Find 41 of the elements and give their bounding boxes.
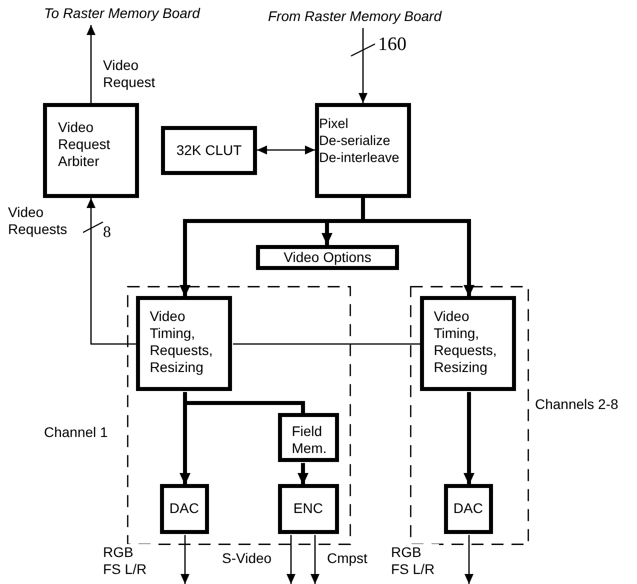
options-box — [256, 245, 399, 270]
box-label: Video Request Arbiter — [58, 119, 112, 170]
arrow — [464, 535, 474, 584]
group-caption: Channels 2-8 — [535, 396, 618, 412]
encoder-box — [278, 484, 339, 534]
bus-width-label: 160 — [378, 34, 406, 56]
source-label: From Raster Memory Board — [268, 8, 468, 28]
channel-group — [410, 286, 529, 545]
group-caption: Channel 1 — [44, 424, 108, 440]
box-label: Pixel De-serialize De-interleave — [319, 115, 400, 166]
edge-label: Video Requests — [8, 204, 83, 238]
converter-box — [160, 484, 209, 534]
timing-box — [420, 296, 516, 391]
lookup-table-box — [161, 126, 257, 175]
box-label: Video Timing, Requests, Resizing — [150, 308, 214, 376]
arrow — [86, 198, 137, 345]
box-label: Video Timing, Requests, Resizing — [434, 308, 498, 376]
arbiter-box — [43, 103, 139, 198]
channel-group — [127, 286, 351, 545]
arrow — [310, 535, 320, 584]
box-label: 32K CLUT — [176, 142, 242, 159]
box-label: Field Mem. — [292, 422, 328, 457]
destination-label: To Raster Memory Board — [44, 5, 224, 25]
box-label: ENC — [293, 500, 323, 518]
arrow — [180, 535, 190, 584]
edge-label: Cmpst — [327, 550, 368, 567]
pixel-processing-box — [315, 103, 411, 198]
arrow — [298, 463, 308, 485]
arrow — [257, 146, 315, 154]
arrow — [358, 28, 368, 103]
converter-box — [444, 484, 493, 534]
box-label: Video Options — [284, 249, 372, 266]
bus-width-label: 8 — [103, 224, 111, 242]
arrow — [464, 392, 474, 485]
arrow — [86, 25, 96, 103]
box-label: DAC — [169, 500, 199, 518]
connector-line — [233, 343, 421, 345]
box-label: DAC — [453, 500, 483, 518]
field-memory-box — [278, 412, 339, 462]
arrow — [286, 535, 296, 584]
timing-box — [136, 296, 232, 391]
